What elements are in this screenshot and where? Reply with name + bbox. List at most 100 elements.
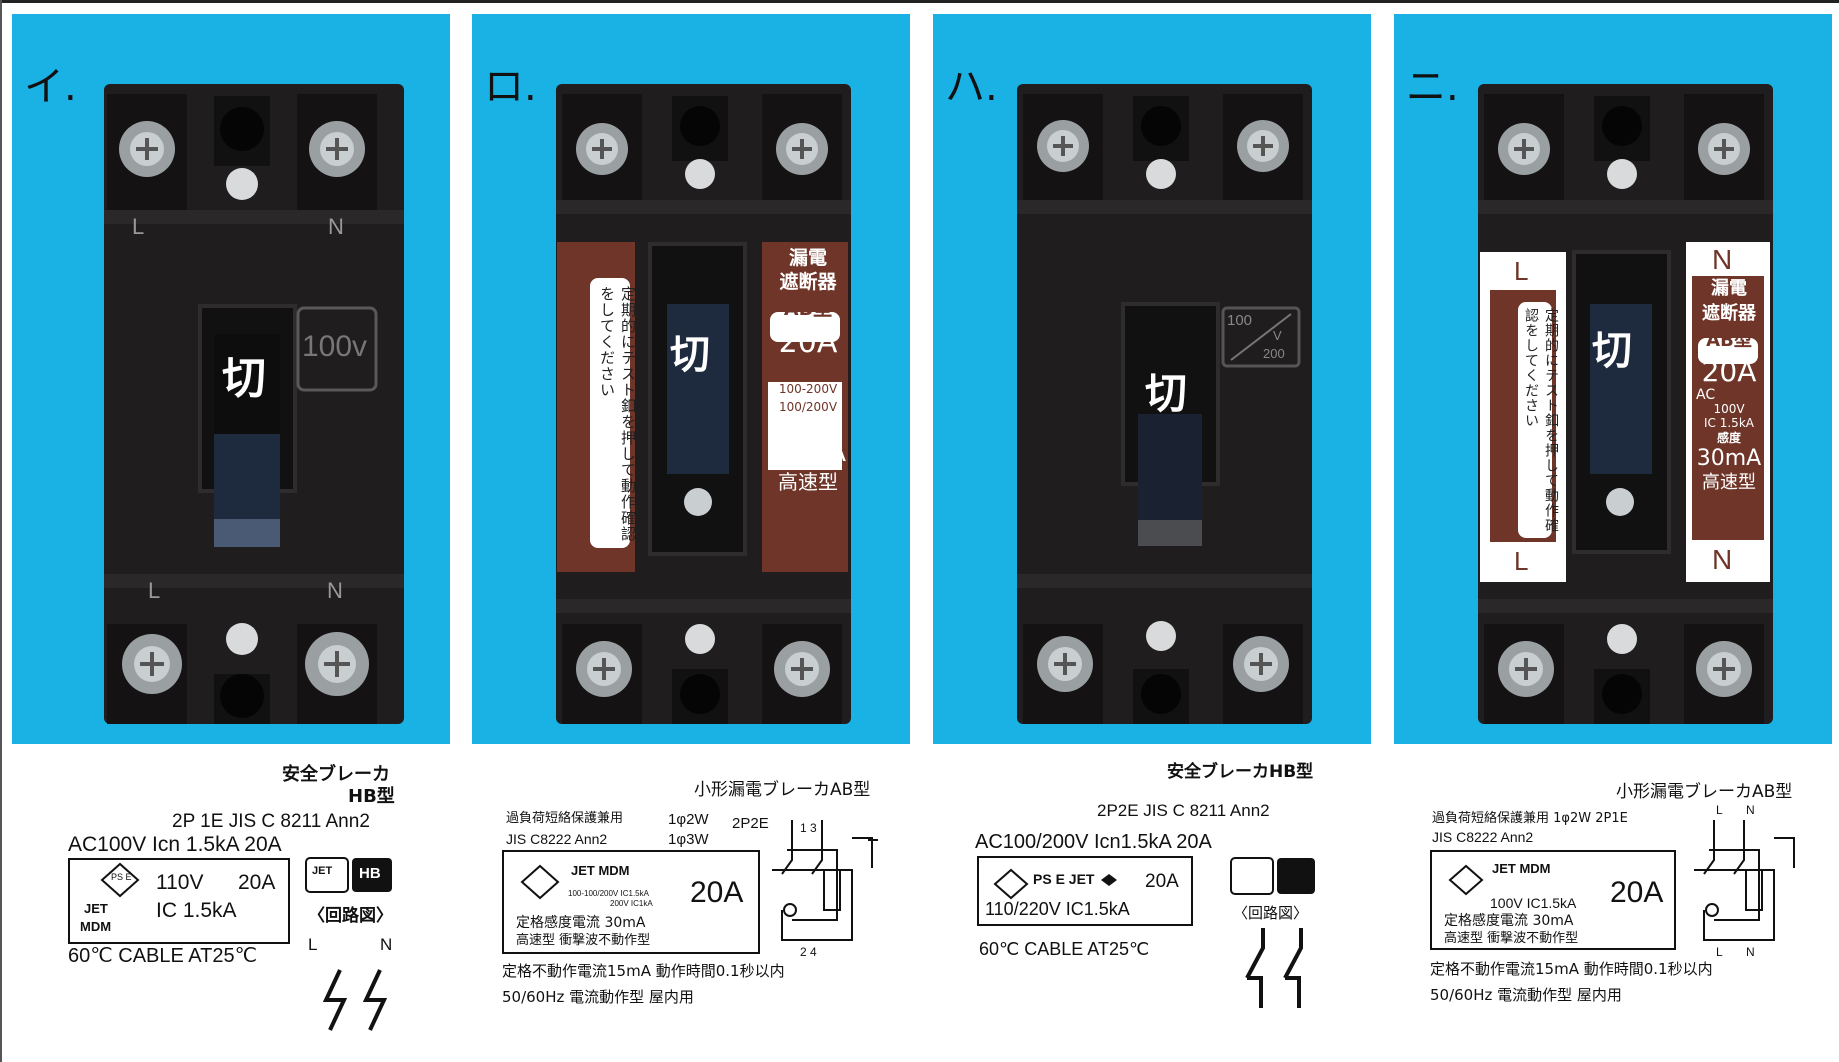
label-line-5: 100V — [1713, 402, 1745, 416]
spec-title: 安全ブレーカ — [282, 764, 390, 785]
label-line-3: 20A — [1701, 355, 1757, 388]
diagram-l-bottom: L — [1716, 945, 1723, 959]
leakage-label: 漏電 遮断器 AB型 20A AC 100V IC 1.5kA 感度 30mA … — [1692, 276, 1766, 494]
spec-box — [977, 856, 1193, 926]
spec-box — [1430, 850, 1676, 950]
spec-graphics-i — [100, 857, 392, 1031]
spec-title: 小形漏電ブレーカAB型 — [1616, 782, 1793, 802]
label-line-7: 感度 — [794, 419, 822, 435]
label-line-2: AB型 — [1706, 330, 1752, 351]
box-current: 20A — [238, 871, 276, 894]
frame-top-border — [0, 0, 1839, 3]
label-line-4: AC — [1696, 387, 1716, 403]
diagram-l: L — [308, 935, 318, 954]
box-rating: 20A — [1610, 876, 1664, 909]
ps-mark: PS E — [111, 872, 132, 882]
side-label-l-bottom: L — [1514, 546, 1529, 576]
diagram-label: 〈回路図〉 — [1233, 904, 1309, 922]
spec-graphics-ro — [520, 820, 878, 941]
spec-label-ha: 安全ブレーカHB型 2P2E JIS C 8211 Ann2 AC100/200… — [933, 760, 1371, 1060]
test-instruction-vertical: 定期的にテスト釦を押して動作確認をしてください — [598, 286, 636, 542]
label-line-2: AB型 — [783, 298, 833, 320]
diagram-n-top: N — [1746, 803, 1755, 817]
diagram-label: 〈回路図〉 — [308, 906, 393, 926]
spec-line1: 過負荷短絡保護兼用 1φ2W 2P1E — [1432, 811, 1628, 826]
side-label-n-top: N — [1712, 244, 1733, 275]
box-line4: 高速型 衝撃波不動作型 — [516, 933, 651, 948]
mdm-mark: MDM — [80, 919, 112, 934]
spec-rating: AC100V Icn 1.5kA 20A — [68, 833, 282, 856]
spec-title: 安全ブレーカHB型 — [1167, 762, 1314, 782]
diagram-n-bottom: N — [1746, 945, 1755, 959]
spec-label-ro: 小形漏電ブレーカAB型 過負荷短絡保護兼用 1φ2W 2P2E JIS C822… — [472, 760, 910, 1060]
breaker-illustration-i — [104, 84, 404, 724]
box-small2: 200V IC1kA — [610, 899, 653, 908]
panel-letter: ハ. — [945, 64, 998, 110]
box-marks: JET MDM — [1492, 861, 1551, 876]
spec-footer: 60℃ CABLE AT25℃ — [979, 939, 1150, 959]
handle-label: 切 — [1145, 369, 1188, 418]
spec-box — [68, 858, 290, 944]
jet-mark-alt: JET — [312, 865, 333, 877]
spec-line2: JIS C8222 Ann2 — [506, 831, 608, 847]
voltage-badge-bottom: 200 — [1263, 346, 1285, 361]
spec-rating: AC100/200V Icn1.5kA 20A — [975, 831, 1212, 853]
frame-left-border — [0, 0, 2, 1062]
side-label-n-bottom: N — [1712, 544, 1733, 575]
panel-i: イ. L N L N 切 100v 安全ブレーカ HB型 2P 1E JIS C… — [12, 14, 450, 1054]
breaker-illustration-ni — [1478, 84, 1773, 724]
spec-line1: 2P 1E JIS C 8211 Ann2 — [172, 811, 370, 832]
label-line-1: 遮断器 — [779, 271, 837, 293]
spec-line1b: 1φ2W — [668, 811, 709, 828]
breaker-illustration-ro — [556, 84, 851, 724]
spec-label-ni: 小形漏電ブレーカAB型 過負荷短絡保護兼用 1φ2W 2P1E JIS C822… — [1394, 760, 1832, 1060]
label-line-0: 漏電 — [788, 247, 827, 269]
box-marks: PS E JET — [1033, 871, 1095, 887]
terminal-label-top-right: N — [328, 214, 344, 239]
box-ic: IC 1.5kA — [156, 899, 237, 922]
spec-line2b: 1φ3W — [668, 831, 709, 848]
panel-letter: イ. — [24, 64, 77, 110]
box-line3: 定格感度電流 30mA — [516, 915, 646, 931]
terminal-label-bottom-right: N — [327, 578, 343, 603]
jet-mark: JET — [84, 901, 108, 916]
label-line-9: 高速型 — [778, 470, 838, 494]
label-line-7: 感度 — [1716, 431, 1741, 445]
box-line4: 高速型 衝撃波不動作型 — [1444, 931, 1579, 946]
voltage-badge-v: V — [1273, 328, 1282, 343]
spec-title: 小形漏電ブレーカAB型 — [694, 780, 871, 800]
breaker-illustration-ha — [1017, 84, 1312, 724]
spec-footer2: 50/60Hz 電流動作型 屋内用 — [1430, 986, 1622, 1004]
label-line-6: IC 1.5kA — [1704, 416, 1754, 430]
diagram-bottom: 2 4 — [800, 945, 817, 959]
photo-breaker-ni: ニ. 切 L L 定期的にテスト釦を押して動作確認をしてください N N 漏電 … — [1394, 14, 1832, 744]
diagram-l-top: L — [1716, 803, 1723, 817]
panel-letter: ロ. — [484, 64, 537, 110]
box-line2: 110/220V IC1.5kA — [985, 899, 1130, 919]
spec-footer: 60℃ CABLE AT25℃ — [68, 945, 258, 967]
photo-breaker-ro: ロ. 切 定期的にテスト釦を押して動作確認をしてください 漏電 遮断器 AB型 … — [472, 14, 910, 744]
test-instruction-vertical: 定期的にテスト釦を押して動作確認をしてください — [1524, 308, 1560, 533]
voltage-badge-top: 100 — [1227, 312, 1253, 329]
spec-box — [502, 850, 760, 954]
terminal-label-top-left: L — [132, 214, 145, 239]
box-small1: 100-100/200V IC1.5kA — [568, 889, 649, 898]
spec-footer2: 50/60Hz 電流動作型 屋内用 — [502, 988, 694, 1006]
label-line-8: 30mA — [1696, 446, 1762, 471]
panel-ro: ロ. 切 定期的にテスト釦を押して動作確認をしてください 漏電 遮断器 AB型 … — [472, 14, 910, 1054]
label-line-3: 20A — [778, 325, 838, 360]
spec-footer1: 定格不動作電流15mA 動作時間0.1秒以内 — [502, 962, 785, 980]
label-line-4: AC — [774, 363, 794, 379]
voltage-badge: 100v — [302, 330, 368, 363]
photo-breaker-i: イ. L N L N 切 100v — [12, 14, 450, 744]
label-line-9: 高速型 — [1702, 472, 1756, 493]
handle-label: 切 — [222, 353, 266, 404]
spec-line1: 過負荷短絡保護兼用 — [506, 811, 624, 826]
spec-footer1: 定格不動作電流15mA 動作時間0.1秒以内 — [1430, 960, 1713, 978]
label-line-8: 30mA — [769, 438, 847, 468]
panel-ha: ハ. 切 100 V 200 安全ブレーカHB型 2P2E JIS C 8211… — [933, 14, 1371, 1054]
box-marks: JET MDM — [571, 863, 630, 878]
photo-breaker-ha: ハ. 切 100 V 200 — [933, 14, 1371, 744]
leakage-label: 漏電 遮断器 AB型 20A AC 100-200V 100/200V 感度 3… — [768, 246, 848, 496]
spec-line1: 2P2E JIS C 8211 Ann2 — [1097, 801, 1270, 820]
